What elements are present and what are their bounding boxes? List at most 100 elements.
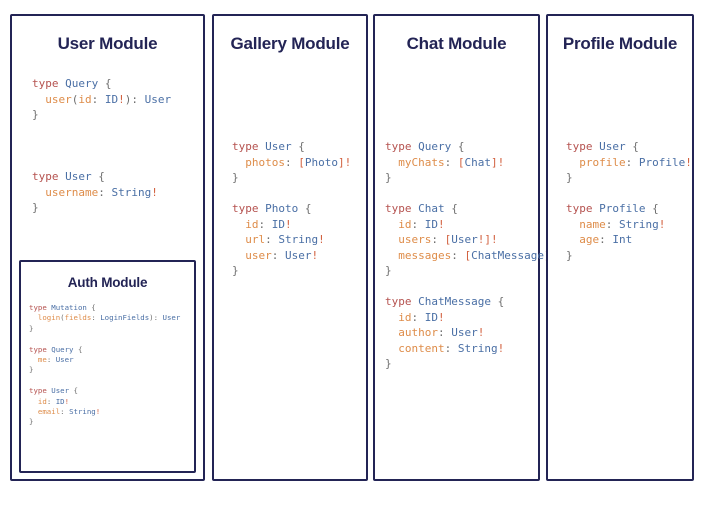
code-token: [ bbox=[457, 155, 465, 169]
code-line: type User { bbox=[566, 139, 692, 155]
module-panel-profile[interactable]: Profile Module type User { profile: Prof… bbox=[546, 14, 694, 481]
code-token: id bbox=[385, 310, 412, 324]
code-token: type bbox=[29, 386, 52, 396]
code-token: } bbox=[32, 108, 39, 121]
code-token: : bbox=[258, 217, 272, 231]
code-token: Photo bbox=[304, 155, 338, 169]
code-token: type bbox=[32, 170, 66, 183]
code-token: type bbox=[385, 202, 419, 215]
code-line: } bbox=[385, 170, 538, 186]
code-line: } bbox=[566, 170, 692, 186]
code-token: ! bbox=[311, 248, 319, 262]
code-line: user: User! bbox=[232, 248, 366, 264]
code-token: } bbox=[29, 417, 34, 427]
code-token: String bbox=[111, 185, 152, 199]
code-line: id: ID! bbox=[232, 217, 366, 233]
code-token: id bbox=[385, 217, 412, 231]
code-line: type Chat { bbox=[385, 201, 538, 217]
code-token: { bbox=[91, 170, 105, 183]
code-line: type ChatMessage { bbox=[385, 294, 538, 310]
code-token: ! bbox=[95, 407, 101, 417]
code-line: type User { bbox=[29, 386, 194, 396]
code-token: ! bbox=[438, 310, 445, 324]
code-token: user bbox=[32, 92, 72, 106]
code-token: id bbox=[29, 396, 47, 406]
code-token: { bbox=[645, 202, 659, 215]
code-token: ID bbox=[424, 217, 438, 231]
code-token: users bbox=[385, 233, 432, 246]
schema-code-gallery: type User { photos: [Photo]!} type Photo… bbox=[232, 139, 366, 279]
code-token: Profile bbox=[599, 202, 646, 215]
code-token: User bbox=[285, 248, 312, 262]
code-token: age bbox=[566, 233, 600, 246]
code-token: ] bbox=[490, 155, 498, 169]
code-token: ! bbox=[490, 233, 498, 246]
code-line: } bbox=[29, 417, 194, 427]
code-line: myChats: [Chat]! bbox=[385, 155, 538, 171]
code-token: user bbox=[232, 248, 272, 262]
code-line bbox=[29, 334, 194, 344]
code-token: } bbox=[385, 171, 392, 184]
code-token: author bbox=[385, 326, 438, 339]
code-token: String bbox=[278, 233, 319, 246]
code-token: email bbox=[29, 407, 61, 417]
module-panel-auth[interactable]: Auth Module type Mutation { login(fields… bbox=[19, 260, 196, 473]
code-token: Query bbox=[51, 344, 74, 354]
code-line: me: User bbox=[29, 355, 194, 365]
code-token: : bbox=[625, 155, 639, 169]
module-panel-chat[interactable]: Chat Module type Query { myChats: [Chat]… bbox=[373, 14, 557, 481]
code-token: ! bbox=[118, 92, 125, 106]
code-line: id: ID! bbox=[385, 310, 538, 326]
code-token: : bbox=[437, 326, 452, 339]
code-token: Mutation bbox=[51, 303, 87, 312]
code-line: type Query { bbox=[385, 139, 538, 155]
code-token: } bbox=[385, 357, 392, 370]
module-panel-gallery[interactable]: Gallery Module type User { photos: [Phot… bbox=[212, 14, 368, 481]
code-line: type Mutation { bbox=[29, 303, 194, 313]
code-token: type bbox=[385, 295, 419, 308]
code-token: login bbox=[29, 313, 61, 323]
code-line: author: User! bbox=[385, 325, 538, 341]
code-token: ! bbox=[477, 233, 485, 246]
code-line: photos: [Photo]! bbox=[232, 155, 366, 171]
code-token: : bbox=[411, 310, 425, 324]
code-token: type bbox=[566, 140, 600, 153]
code-token: Query bbox=[65, 77, 99, 90]
code-line: type Query { bbox=[29, 345, 194, 355]
code-token: ID bbox=[104, 92, 119, 106]
code-line: users: [User!]! bbox=[385, 232, 538, 248]
code-token: type bbox=[385, 140, 419, 153]
code-token: ! bbox=[344, 155, 352, 169]
code-line: } bbox=[385, 356, 538, 372]
code-token: } bbox=[566, 171, 573, 184]
code-token: : bbox=[444, 155, 458, 169]
code-token: User bbox=[265, 140, 292, 153]
module-panel-user[interactable]: User Module type Query { user(id: ID!): … bbox=[10, 14, 205, 481]
code-line: type User { bbox=[32, 169, 203, 185]
code-token: Profile bbox=[638, 155, 686, 169]
code-line: } bbox=[385, 263, 538, 279]
code-line: url: String! bbox=[232, 232, 366, 248]
code-token: type bbox=[566, 202, 600, 215]
code-token: : bbox=[271, 248, 285, 262]
code-token: : bbox=[444, 341, 458, 355]
code-token: me bbox=[29, 355, 47, 365]
code-line: } bbox=[29, 324, 194, 334]
code-line: email: String! bbox=[29, 407, 194, 417]
code-token: User bbox=[65, 170, 92, 183]
code-token: LoginFields bbox=[100, 313, 150, 323]
code-token: [ bbox=[464, 248, 472, 262]
code-token: User bbox=[51, 386, 70, 396]
code-line: } bbox=[232, 170, 366, 186]
code-token: : bbox=[91, 313, 101, 323]
code-token: id bbox=[232, 217, 259, 231]
code-token: : bbox=[411, 217, 425, 231]
code-token: username bbox=[32, 185, 99, 199]
module-title-auth: Auth Module bbox=[67, 275, 148, 290]
code-line: type Query { bbox=[32, 76, 203, 92]
code-token: } bbox=[29, 323, 34, 333]
code-token: } bbox=[32, 201, 39, 214]
code-token: ! bbox=[438, 217, 445, 231]
code-token: ( bbox=[71, 92, 79, 106]
